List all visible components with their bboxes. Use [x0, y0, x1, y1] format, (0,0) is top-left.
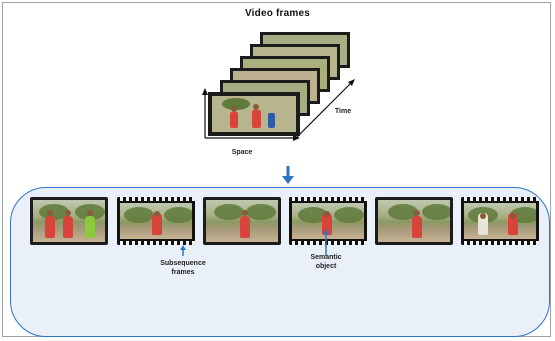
- subsequence-frames-label: Subsequence frames: [138, 259, 228, 277]
- frame-thumbnail: [30, 197, 108, 245]
- frame-thumbnail: [375, 197, 453, 245]
- frame-thumbnail: [461, 197, 539, 245]
- frame-thumbnail: [289, 197, 367, 245]
- video-frames-stack: [0, 0, 555, 190]
- frame-strip: [30, 197, 540, 245]
- time-axis-label: Time: [328, 107, 358, 116]
- space-axis-label: Space: [220, 148, 264, 157]
- frame-thumbnail: [203, 197, 281, 245]
- semantic-object-label: Semantic object: [296, 253, 356, 271]
- stacked-frame-1: [208, 92, 300, 136]
- frame-thumbnail: [117, 197, 195, 245]
